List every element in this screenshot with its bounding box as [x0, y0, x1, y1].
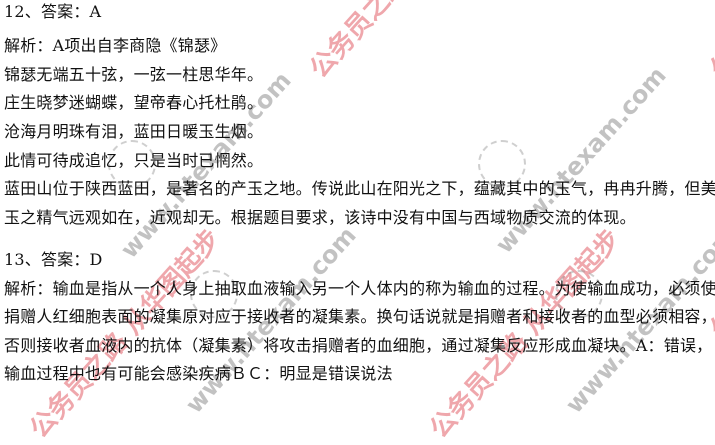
poem-line-4: 此情可待成追忆，只是当时已惘然。 — [4, 151, 264, 170]
poem-line-2: 庄生晓梦迷蝴蝶，望帝春心托杜鹃。 — [4, 93, 264, 112]
watermark-slogan: 公务员之路 从华图起步 — [700, 0, 715, 85]
answer-12-heading: 12、答案：A — [4, 2, 102, 21]
analysis-13-line-2: 捐赠人红细胞表面的凝集原对应于接收者的凝集素。换句话说就是捐赠者和接收者的血型必… — [4, 307, 715, 326]
watermark-site: www.htexam.com — [490, 61, 672, 259]
watermark-slogan: 公务员之路 从华图起步 — [300, 0, 508, 85]
analysis-13-line-3: 否则接收者血液内的抗体（凝集素）将攻击捐赠者的血细胞，通过凝集反应形成血凝块。A… — [4, 336, 713, 355]
watermark-slogan: 公务员之路 从华图起步 — [424, 224, 627, 445]
poem-line-1: 锦瑟无端五十弦，一弦一柱思华年。 — [4, 65, 264, 84]
analysis-13-line-1: 解析：输血是指从一个人身上抽取血液输入另一个人体内的称为输血的过程。为使输血成功… — [4, 279, 715, 298]
analysis-12-paragraph-2: 玉之精气远观如在，近观却无。根据题目要求，该诗中没有中国与西域物质交流的体现。 — [4, 208, 636, 227]
answer-13-heading: 13、答案：D — [4, 250, 103, 269]
analysis-12-paragraph-1: 蓝田山位于陕西蓝田，是著名的产玉之地。传说此山在阳光之下，蕴藏其中的玉气，冉冉升… — [4, 179, 715, 198]
analysis-13-line-4: 输血过程中也有可能会感染疾病ＢＣ：明显是错误说法 — [4, 364, 393, 383]
poem-line-3: 沧海月明珠有泪，蓝田日暖玉生烟。 — [4, 122, 264, 141]
analysis-12-intro: 解析：A项出自李商隐《锦瑟》 — [4, 36, 227, 55]
